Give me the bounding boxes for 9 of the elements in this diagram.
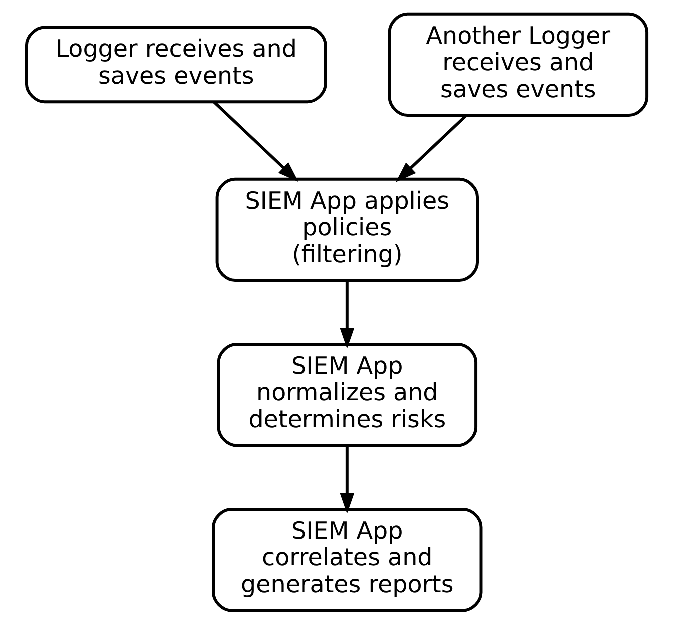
node-box: SIEM App normalizes and determines risks bbox=[216, 342, 478, 448]
arrow bbox=[340, 446, 354, 514]
node-box: Another Logger receives and saves events bbox=[388, 12, 648, 117]
arrow bbox=[396, 114, 467, 182]
node-box: Logger receives and saves events bbox=[24, 26, 327, 104]
node-box: SIEM App correlates and generates reports bbox=[212, 508, 482, 612]
arrow bbox=[340, 280, 354, 349]
arrow bbox=[212, 101, 298, 182]
node-box: SIEM App applies policies (filtering) bbox=[215, 178, 479, 282]
